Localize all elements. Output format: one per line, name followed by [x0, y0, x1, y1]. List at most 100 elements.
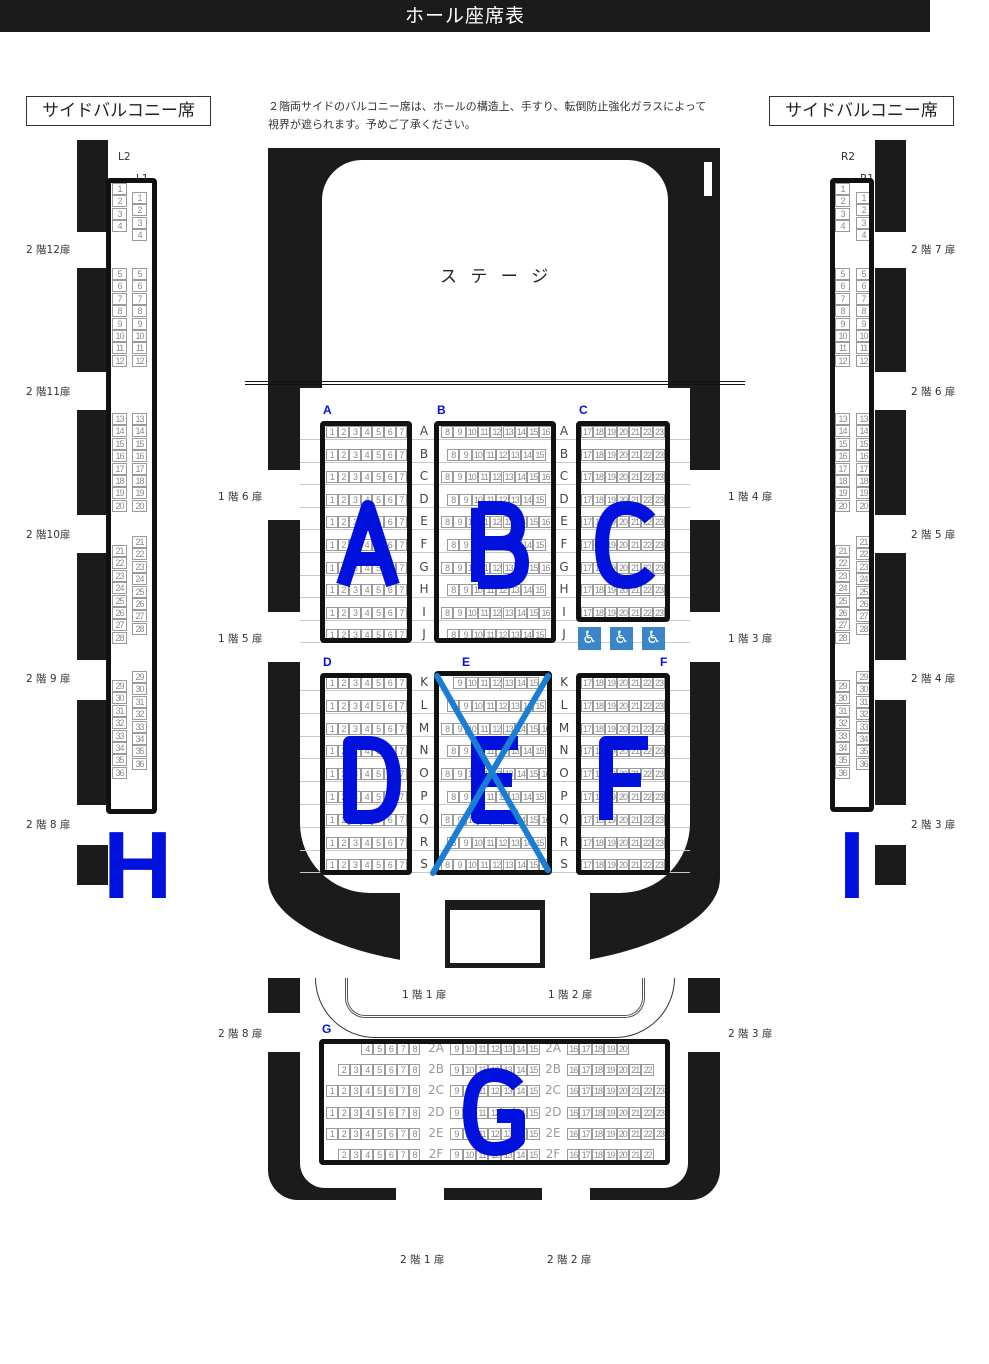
seat[interactable]: 20: [617, 859, 629, 872]
seat[interactable]: 23: [653, 561, 665, 574]
balcony-seat[interactable]: 11: [112, 342, 127, 355]
seat[interactable]: 7: [396, 1127, 409, 1140]
balcony-seat[interactable]: 24: [112, 582, 127, 595]
balcony-seat[interactable]: 15: [835, 437, 850, 450]
balcony-seat[interactable]: 30: [132, 683, 147, 696]
seat[interactable]: 4: [361, 1106, 374, 1119]
seat[interactable]: 1: [326, 516, 338, 529]
seat[interactable]: 4: [360, 791, 373, 803]
balcony-seat[interactable]: 4: [856, 229, 871, 242]
seat[interactable]: 18: [591, 1064, 605, 1077]
seat[interactable]: 3: [349, 471, 361, 484]
seat[interactable]: 2: [337, 1064, 350, 1077]
seat[interactable]: 10: [471, 448, 485, 461]
seat[interactable]: 18: [593, 448, 605, 461]
seat[interactable]: 11: [477, 722, 491, 735]
seat[interactable]: 8: [441, 561, 454, 574]
seat[interactable]: 15: [527, 722, 540, 735]
balcony-seat[interactable]: 6: [856, 280, 871, 293]
seat[interactable]: 17: [581, 791, 593, 803]
seat[interactable]: 20: [617, 539, 629, 551]
balcony-seat[interactable]: 29: [835, 680, 850, 692]
seat[interactable]: 5: [372, 836, 384, 849]
balcony-seat[interactable]: 5: [132, 268, 147, 280]
seat[interactable]: 22: [641, 426, 653, 438]
seat[interactable]: 3: [349, 722, 361, 735]
seat[interactable]: 5: [373, 1064, 385, 1077]
balcony-seat[interactable]: 25: [112, 594, 127, 607]
seat[interactable]: 18: [591, 1127, 605, 1140]
seat[interactable]: 21: [629, 699, 641, 712]
seat[interactable]: 9: [450, 1085, 463, 1098]
seat[interactable]: 15: [533, 448, 546, 461]
seat[interactable]: 6: [384, 448, 396, 461]
balcony-seat[interactable]: 12: [112, 354, 127, 367]
seat[interactable]: 22: [641, 699, 653, 712]
seat[interactable]: 23: [653, 791, 665, 803]
seat[interactable]: 4: [361, 1127, 374, 1140]
seat[interactable]: 6: [384, 516, 396, 529]
balcony-seat[interactable]: 22: [112, 557, 127, 570]
balcony-seat[interactable]: 8: [112, 305, 127, 318]
seat[interactable]: 20: [617, 699, 629, 712]
seat[interactable]: 8: [408, 1064, 421, 1077]
seat[interactable]: 9: [459, 699, 472, 712]
balcony-seat[interactable]: 20: [835, 499, 850, 512]
seat[interactable]: 21: [629, 1085, 642, 1098]
seat[interactable]: 8: [441, 516, 454, 529]
seat[interactable]: 12: [490, 606, 503, 619]
seat[interactable]: 1: [326, 584, 338, 597]
balcony-seat[interactable]: 5: [112, 268, 127, 280]
balcony-seat[interactable]: 12: [132, 354, 147, 367]
seat[interactable]: 5: [373, 1127, 385, 1140]
seat[interactable]: 5: [372, 493, 384, 506]
balcony-seat[interactable]: 3: [835, 207, 850, 220]
seat[interactable]: 22: [641, 791, 653, 803]
seat[interactable]: 1: [326, 1085, 338, 1098]
balcony-seat[interactable]: 16: [132, 450, 147, 463]
seat[interactable]: 3: [349, 1127, 362, 1140]
seat[interactable]: 15: [533, 745, 546, 758]
balcony-seat[interactable]: 29: [112, 680, 127, 692]
seat[interactable]: 18: [593, 584, 605, 597]
seat[interactable]: 17: [581, 722, 593, 735]
seat[interactable]: 11: [477, 471, 491, 484]
balcony-seat[interactable]: 12: [835, 354, 850, 367]
balcony-seat[interactable]: 24: [835, 582, 850, 595]
balcony-seat[interactable]: 7: [835, 292, 850, 305]
balcony-seat[interactable]: 7: [112, 292, 127, 305]
balcony-seat[interactable]: 27: [132, 610, 147, 623]
seat[interactable]: 6: [385, 1064, 397, 1077]
seat[interactable]: 13: [508, 448, 521, 461]
seat[interactable]: 1: [326, 561, 338, 574]
balcony-seat[interactable]: 10: [132, 330, 147, 342]
seat[interactable]: 22: [641, 1106, 654, 1119]
seat[interactable]: 14: [520, 493, 534, 506]
balcony-seat[interactable]: 24: [856, 573, 871, 586]
balcony-seat[interactable]: 26: [132, 598, 147, 610]
seat[interactable]: 4: [360, 699, 373, 712]
seat[interactable]: 3: [349, 1085, 362, 1098]
seat[interactable]: 13: [502, 606, 515, 619]
seat[interactable]: 9: [459, 584, 472, 597]
balcony-seat[interactable]: 21: [112, 545, 127, 557]
seat[interactable]: 6: [384, 699, 396, 712]
zone-c-box[interactable]: [576, 421, 670, 622]
seat[interactable]: 17: [579, 1149, 592, 1161]
seat[interactable]: 18: [591, 1106, 605, 1119]
seat[interactable]: 1: [326, 836, 338, 849]
seat[interactable]: 15: [526, 1127, 540, 1140]
seat[interactable]: 5: [373, 1106, 385, 1119]
seat[interactable]: 1: [326, 745, 338, 758]
seat[interactable]: 17: [579, 1106, 592, 1119]
seat[interactable]: 15: [527, 813, 540, 826]
balcony-seat[interactable]: 26: [835, 607, 850, 619]
seat[interactable]: 2: [337, 516, 350, 529]
seat[interactable]: 14: [520, 584, 534, 597]
seat[interactable]: 15: [526, 1106, 540, 1119]
balcony-seat[interactable]: 23: [112, 569, 127, 582]
balcony-seat[interactable]: 10: [835, 330, 850, 342]
seat[interactable]: 19: [605, 471, 617, 484]
seat[interactable]: 17: [581, 471, 593, 484]
seat[interactable]: 7: [395, 699, 408, 712]
